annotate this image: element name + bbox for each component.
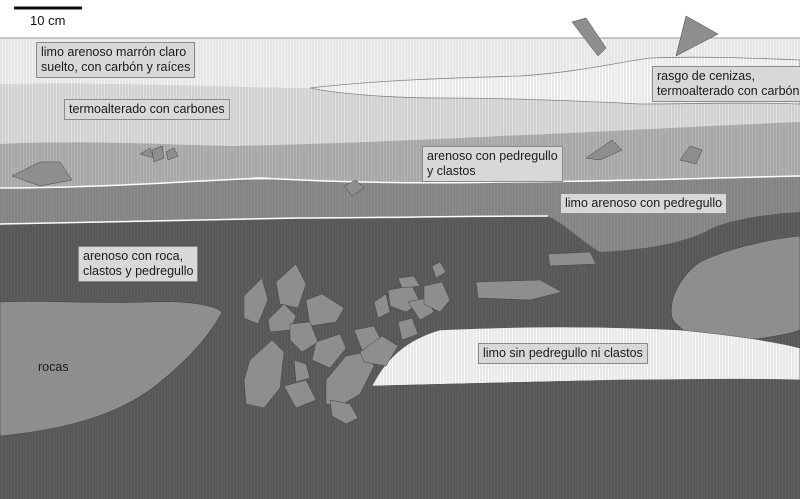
clast <box>423 281 451 313</box>
clast <box>293 359 311 383</box>
clast <box>151 145 165 163</box>
rock-mass-left <box>0 301 223 437</box>
clast <box>359 335 399 367</box>
clast <box>243 339 285 409</box>
clast <box>343 179 365 197</box>
clast <box>397 317 419 341</box>
clast <box>329 399 359 425</box>
clast <box>547 251 597 267</box>
label-arenoso-roca: arenoso con roca, clastos y pedregullo <box>78 246 199 282</box>
label-limo-marron: limo arenoso marrón claro suelto, con ca… <box>36 42 196 78</box>
clast <box>267 303 297 333</box>
label-rasgo-cenizas: rasgo de cenizas, termoalterado con carb… <box>652 66 800 102</box>
clast <box>475 279 563 301</box>
clast <box>139 147 155 159</box>
clast <box>275 263 307 309</box>
clast <box>311 333 347 369</box>
clast <box>11 161 73 187</box>
clast <box>289 321 319 353</box>
clast <box>325 351 375 407</box>
label-arenoso-pedregullo: arenoso con pedregullo y clastos <box>422 146 563 182</box>
clast <box>397 275 421 289</box>
clast <box>305 293 345 327</box>
label-limo-sin: limo sin pedregullo ni clastos <box>478 343 648 364</box>
clast <box>243 277 269 325</box>
clast <box>283 379 317 409</box>
label-termoalterado: termoalterado con carbones <box>64 99 230 120</box>
label-limo-pedregullo: limo arenoso con pedregullo <box>560 193 728 214</box>
label-rocas: rocas <box>38 360 69 374</box>
clast <box>373 293 391 319</box>
scale-label: 10 cm <box>30 13 66 28</box>
clast <box>431 261 447 279</box>
clast <box>679 145 703 165</box>
clast <box>675 15 719 57</box>
clast <box>165 147 179 161</box>
rock-mass-right <box>670 235 800 343</box>
clast <box>585 139 623 161</box>
clast <box>571 17 607 57</box>
